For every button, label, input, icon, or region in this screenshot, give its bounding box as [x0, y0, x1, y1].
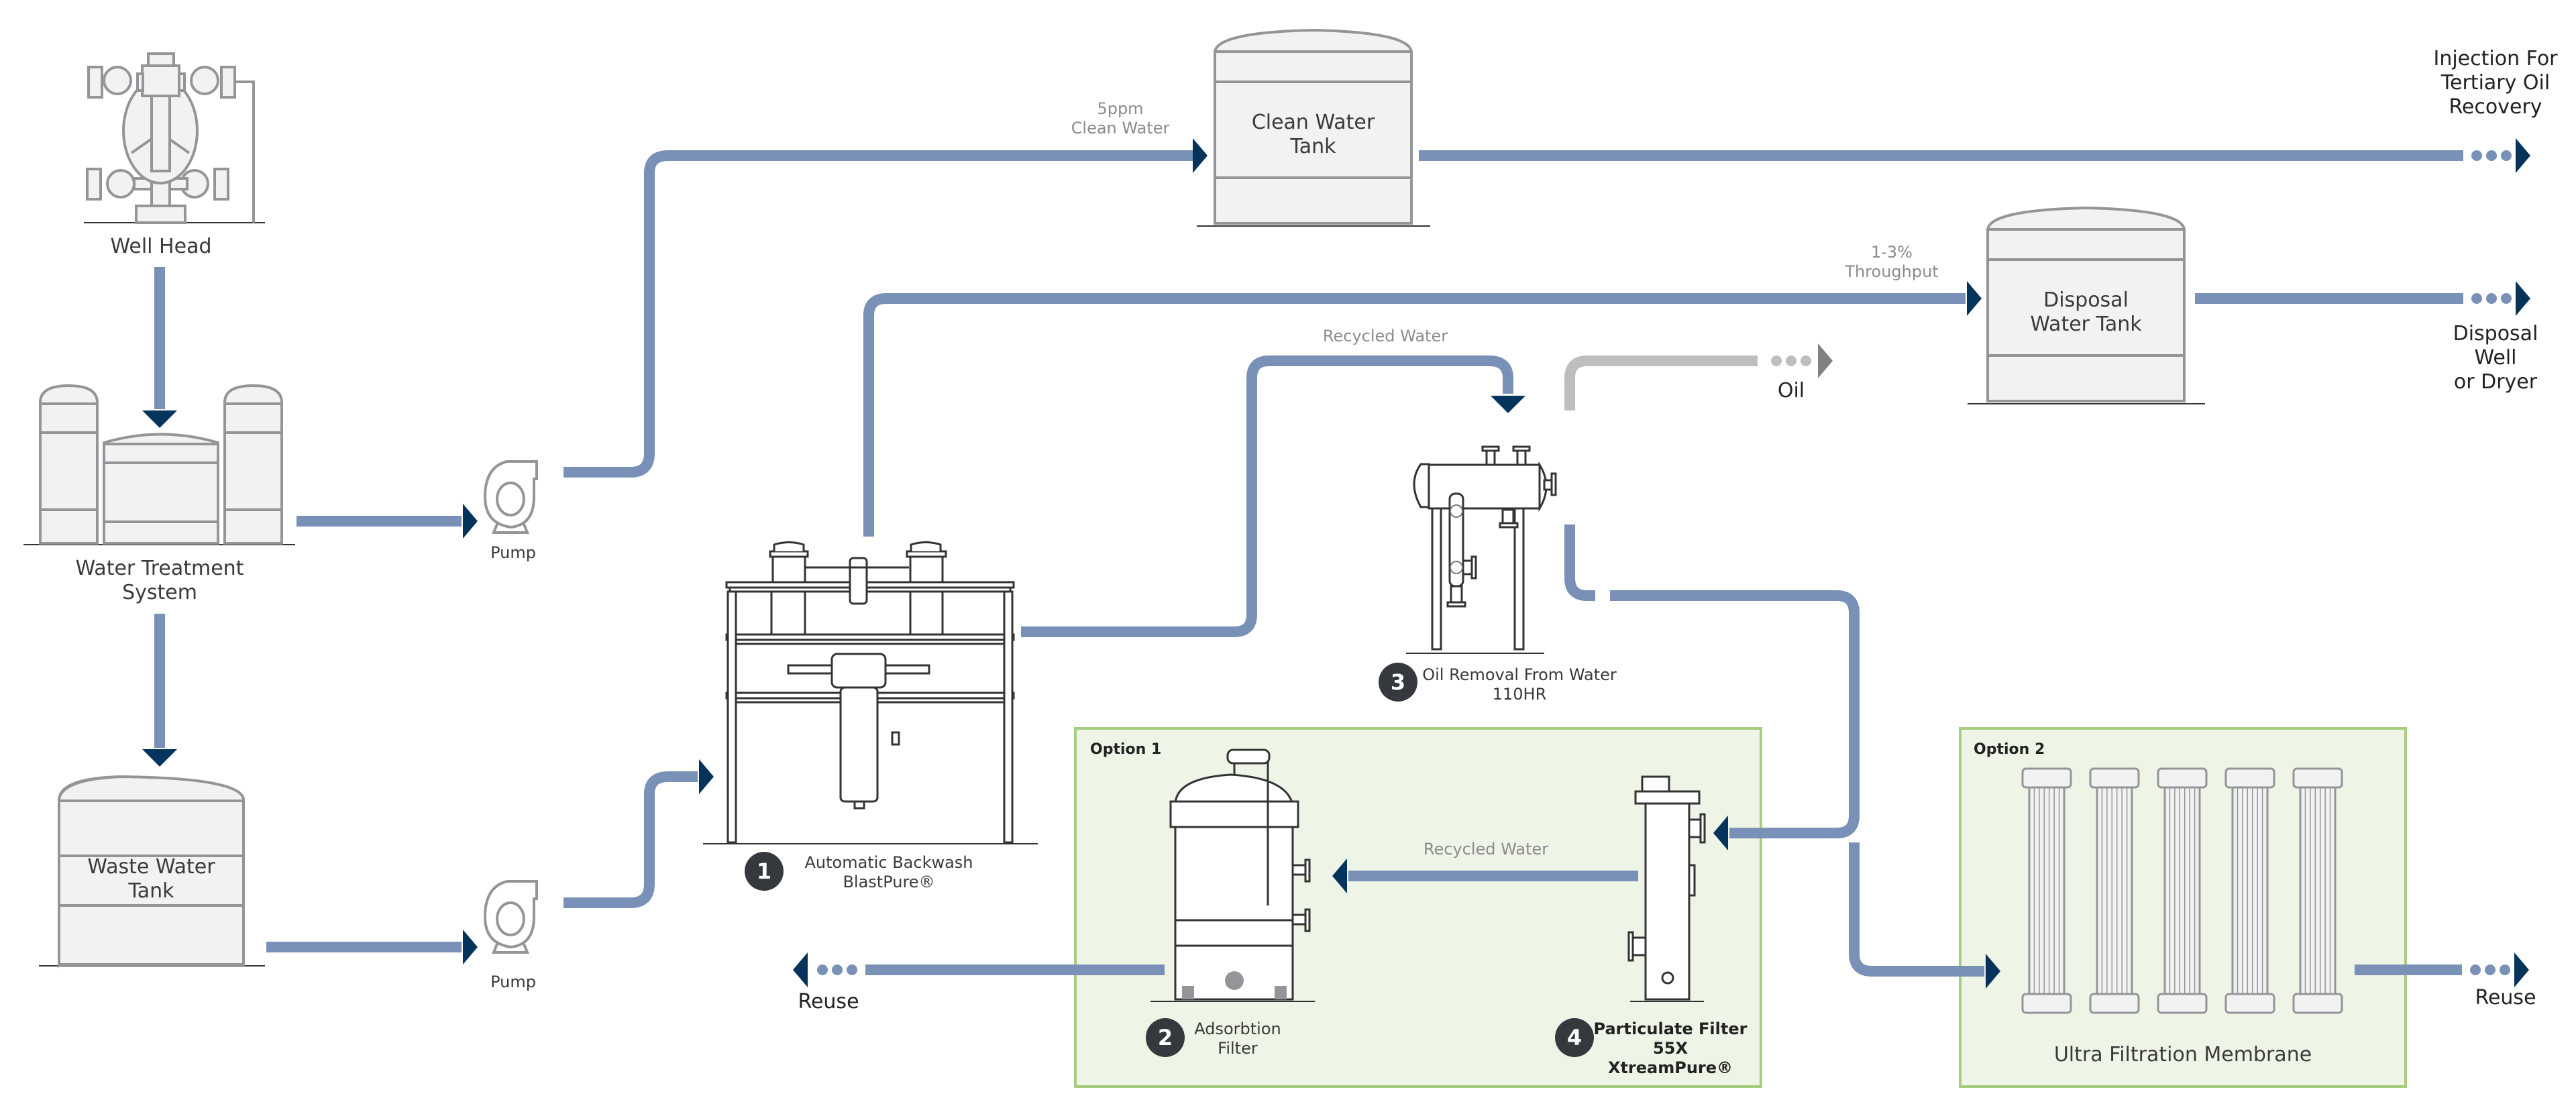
clean-water-flow-line2: Clean Water — [1071, 118, 1170, 137]
arrow-right-icon — [1193, 138, 1208, 173]
backwash-label-line2: BlastPure® — [843, 872, 935, 891]
continue-dots-icon — [2471, 150, 2512, 161]
pump-upper-icon — [483, 460, 538, 534]
wellhead-icon — [84, 52, 265, 224]
pipe-split-to-option2 — [1849, 842, 1984, 977]
column-filter-icon — [1627, 775, 1706, 1002]
injection-line2: Tertiary Oil — [2440, 71, 2551, 95]
continue-dots-icon — [2471, 293, 2512, 304]
pump-lower-label: Pump — [490, 973, 536, 991]
particulate-label-line1: Particulate Filter — [1593, 1019, 1748, 1038]
option1-label: Option 1 — [1090, 741, 1162, 758]
arrow-right-icon — [2514, 952, 2529, 987]
membrane-module-icon — [2157, 767, 2208, 1014]
pipe-pump-to-backwash — [564, 771, 698, 908]
particulate-label-line2: 55X XtreamPure® — [1607, 1038, 1733, 1077]
clean-tank-label-line1: Clean Water — [1251, 111, 1375, 134]
oil-removal-label-line2: 110HR — [1492, 684, 1547, 704]
disposal-tank-icon — [1968, 206, 2205, 404]
membrane-module-icon — [2021, 767, 2072, 1014]
backwash-skid-icon — [703, 541, 1038, 844]
disposal-line1: Disposal — [2453, 322, 2538, 345]
well-head-label: Well Head — [110, 235, 212, 258]
pipe-oil-removal-out — [1564, 525, 1595, 601]
disposal-line2: Well — [2474, 346, 2517, 370]
injection-line3: Recovery — [2449, 95, 2542, 119]
throughput-flow-label: 1-3% Throughput — [1825, 243, 1959, 282]
waste-tank-label-line1: Waste Water — [87, 855, 215, 879]
arrow-right-icon — [1967, 281, 1982, 316]
arrow-down-icon — [142, 749, 177, 767]
membrane-module-icon — [2089, 767, 2140, 1014]
step-badge-1: 1 — [745, 852, 784, 891]
arrow-right-icon — [463, 930, 478, 964]
membrane-module-icon — [2224, 767, 2275, 1014]
reuse-right-label: Reuse — [2475, 986, 2536, 1009]
arrow-down-icon — [1491, 396, 1525, 413]
oil-removal-label-line1: Oil Removal From Water — [1422, 665, 1617, 684]
injection-destination-label: Injection For Tertiary Oil Recovery — [2415, 47, 2576, 119]
pipe-backwash-to-oil-removal — [1021, 355, 1513, 637]
adsorption-label-line1: Adsorbtion — [1194, 1019, 1281, 1038]
pipe-backwash-to-disposal — [863, 293, 1966, 537]
disposal-tank-label-line2: Water Tank — [2030, 313, 2142, 336]
disposal-destination-label: Disposal Well or Dryer — [2428, 322, 2563, 394]
throughput-flow-line2: Throughput — [1845, 262, 1939, 281]
continue-dots-icon — [817, 964, 857, 975]
arrow-right-icon — [2516, 138, 2530, 173]
oil-removal-label: Oil Removal From Water 110HR — [1419, 665, 1620, 704]
water-treatment-label-line2: System — [122, 581, 197, 604]
disposal-tank-label-line1: Disposal — [2043, 288, 2129, 312]
recycled-water-top-label: Recycled Water — [1322, 327, 1448, 345]
injection-line1: Injection For — [2433, 47, 2558, 70]
backwash-label-line1: Automatic Backwash — [804, 853, 973, 872]
clean-water-flow-line1: 5ppm — [1097, 99, 1144, 118]
water-treatment-label: Water Treatment System — [59, 557, 260, 605]
oil-label: Oil — [1777, 379, 1805, 402]
continue-dots-icon — [2470, 964, 2510, 975]
disposal-line3: or Dryer — [2453, 370, 2538, 394]
membrane-module-icon — [2292, 767, 2343, 1014]
clean-tank-icon — [1197, 28, 1430, 227]
recycled-water-option1-label: Recycled Water — [1423, 840, 1549, 859]
pump-upper-label: Pump — [490, 543, 536, 562]
treatment-tanks-icon — [23, 384, 295, 545]
arrow-down-icon — [142, 410, 177, 428]
oil-dots — [1771, 355, 1811, 366]
oil-arrow-icon — [1818, 343, 1833, 378]
vessel-filter-icon — [1150, 749, 1315, 1002]
arrow-right-icon — [2516, 281, 2530, 316]
water-treatment-label-line1: Water Treatment — [75, 557, 244, 580]
clean-water-flow-label: 5ppm Clean Water — [1046, 99, 1194, 138]
waste-tank-icon — [39, 775, 265, 969]
adsorption-label-line2: Filter — [1218, 1038, 1258, 1058]
arrow-right-icon — [699, 759, 714, 794]
step-badge-2: 2 — [1146, 1018, 1185, 1057]
waste-tank-label: Waste Water Tank — [59, 855, 244, 903]
waste-tank-label-line2: Tank — [128, 879, 174, 903]
particulate-label: Particulate Filter 55X XtreamPure® — [1593, 1019, 1748, 1077]
clean-tank-label-line2: Tank — [1290, 135, 1336, 158]
reuse-left-label: Reuse — [798, 990, 859, 1013]
step-badge-3: 3 — [1379, 663, 1417, 702]
ultra-filtration-label: Ultra Filtration Membrane — [2053, 1043, 2312, 1066]
clean-tank-label: Clean Water Tank — [1215, 111, 1411, 159]
disposal-tank-label: Disposal Water Tank — [1988, 288, 2184, 337]
separator-icon — [1406, 445, 1557, 654]
step-badge-4: 4 — [1555, 1018, 1594, 1057]
pipe-oil-out — [1564, 355, 1758, 410]
pipe-oil-removal-to-options — [1610, 590, 1860, 838]
pump-lower-icon — [483, 880, 538, 954]
pipes — [154, 150, 2463, 977]
arrow-right-icon — [463, 504, 478, 539]
pipe-pump-to-clean-tank — [564, 150, 1193, 478]
option2-label: Option 2 — [1974, 741, 2045, 758]
arrow-left-icon — [793, 952, 808, 987]
throughput-flow-line1: 1-3% — [1870, 243, 1913, 262]
membrane-modules — [2021, 767, 2343, 1014]
backwash-label: Automatic Backwash BlastPure® — [788, 853, 989, 892]
adsorption-label: Adsorbtion Filter — [1187, 1019, 1288, 1058]
